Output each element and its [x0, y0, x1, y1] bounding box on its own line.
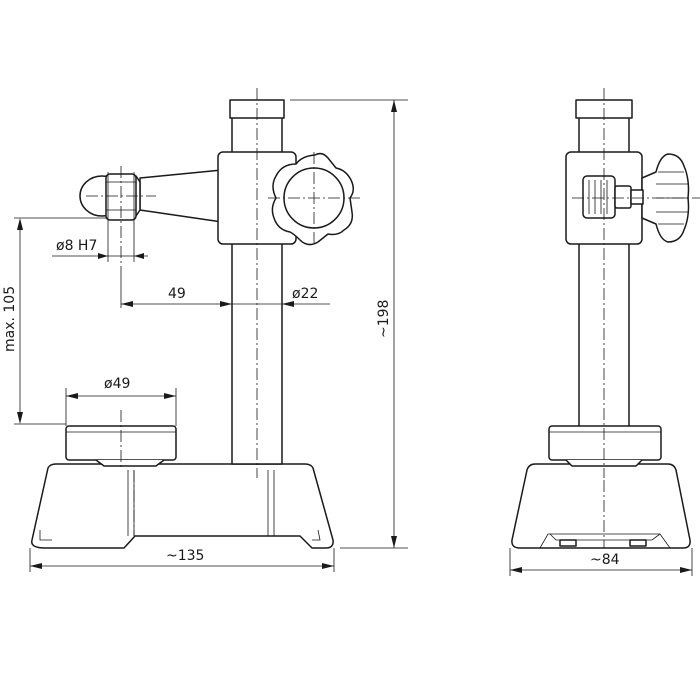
base-length-label: ~135 — [166, 548, 204, 564]
bore-label: ø8 H7 — [56, 238, 97, 254]
anvil-diameter-label: ø49 — [104, 376, 130, 392]
overall-height-label: ~198 — [376, 300, 392, 338]
front-base — [31, 463, 334, 549]
max-height-label: max. 105 — [2, 286, 18, 352]
side-view — [511, 88, 700, 549]
front-view — [31, 88, 360, 549]
side-base — [511, 463, 691, 549]
arm-reach-label: 49 — [168, 286, 186, 302]
dimension-lines — [14, 99, 693, 576]
side-anvil — [548, 425, 662, 461]
column-diameter-label: ø22 — [292, 286, 318, 302]
base-width-label: ~84 — [590, 552, 620, 568]
